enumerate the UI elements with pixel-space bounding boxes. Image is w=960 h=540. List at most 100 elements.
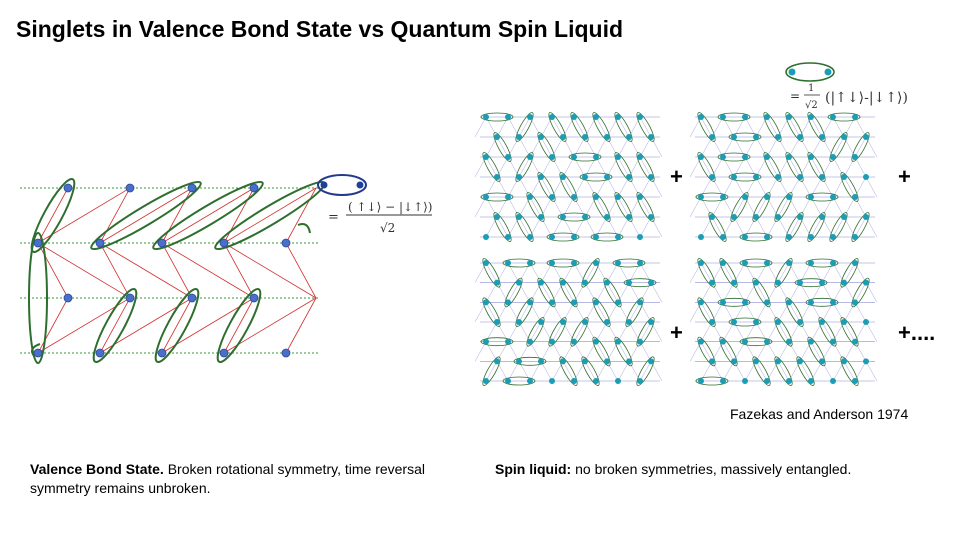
panel-bond (854, 216, 867, 238)
panel-singlet (502, 376, 536, 386)
panel-spin-site (593, 114, 599, 120)
panel-singlet (728, 172, 762, 182)
qsl-fraction-denominator: √2 (805, 100, 818, 111)
panel-bond (639, 176, 652, 198)
panel-bond (540, 136, 553, 158)
panel-bond (474, 116, 487, 138)
panel-spin-site (709, 319, 715, 325)
spin-site (249, 293, 259, 303)
panel-spin-site (494, 358, 500, 365)
panel-singlet (840, 172, 859, 202)
panel-spin-site (626, 279, 632, 286)
panel-singlet (502, 258, 536, 268)
panel-spin-site (527, 154, 533, 160)
panel-spin-site (571, 378, 577, 384)
panel-singlet (796, 356, 815, 386)
panel-singlet (590, 232, 624, 242)
qsl-caption-heading: Spin liquid: (495, 461, 572, 477)
panel-spin-site (637, 260, 643, 266)
panel-bond (711, 216, 724, 238)
panel-bond (562, 361, 575, 382)
panel-spin-site (819, 174, 825, 180)
panel-singlet (614, 192, 633, 222)
panel-spin-site (731, 279, 737, 286)
panel-spin-site (582, 279, 588, 286)
panel-singlet (579, 172, 613, 182)
plus-sign: + (670, 320, 683, 345)
panel-spin-site (852, 154, 858, 160)
panel-spin-site (720, 114, 726, 120)
panel-bond (854, 136, 867, 158)
panel-singlet (805, 258, 839, 268)
panel-bond (777, 282, 790, 303)
panel-bond (777, 196, 790, 218)
panel-singlet (752, 192, 771, 222)
lattice-bond (223, 242, 255, 299)
panel-bond (711, 282, 724, 303)
spin-site (157, 348, 167, 358)
panel-singlet (695, 192, 729, 202)
panel-spin-site (593, 154, 599, 160)
panel-bond (540, 262, 553, 283)
panel-spin-site (626, 174, 632, 180)
lattice-bond (223, 187, 317, 244)
panel-bond (639, 116, 652, 138)
panel-singlet (526, 317, 545, 347)
panel-bond (650, 216, 663, 238)
panel-spin-site (720, 234, 726, 240)
panel-bond (595, 302, 608, 323)
panel-spin-site (709, 279, 715, 286)
plus-sign-ellipsis: +.... (898, 320, 936, 345)
panel-bond (584, 282, 597, 303)
panel-spin-site (494, 319, 500, 325)
spin-site (219, 238, 229, 248)
panel-singlet (840, 356, 859, 386)
panel-singlet (719, 336, 738, 367)
panel-spin-site (571, 114, 577, 120)
panel-singlet (515, 112, 534, 142)
panel-spin-site (720, 260, 726, 266)
panel-spin-site (808, 299, 814, 306)
panel-singlet (515, 297, 534, 327)
panel-spin-site (698, 299, 704, 306)
panel-bond (755, 176, 768, 198)
panel-spin-site (505, 114, 511, 120)
panel-bond (606, 282, 619, 303)
panel-spin-site (571, 260, 577, 266)
panel-spin-site (841, 358, 847, 365)
panel-spin-site (527, 234, 533, 240)
panel-bond (854, 156, 867, 178)
panel-singlet (504, 277, 523, 308)
panel-bond (540, 361, 553, 382)
panel-bond (810, 116, 823, 138)
panel-singlet (739, 232, 773, 242)
panel-spin-site (483, 299, 489, 306)
panel-bond (474, 196, 487, 218)
panel-singlet (636, 356, 655, 386)
panel-spin-site (648, 279, 654, 286)
panel-bond (788, 136, 801, 158)
panel-singlet (697, 297, 716, 327)
panel-spin-site (626, 134, 632, 140)
panel-singlet (785, 112, 804, 142)
panel-spin-site (731, 358, 737, 365)
spin-site (95, 348, 105, 358)
panel-spin-site (571, 299, 577, 306)
panel-spin-site (698, 378, 704, 384)
panel-bond (639, 196, 652, 218)
panel-spin-site (698, 194, 704, 200)
panel-singlet (581, 356, 600, 386)
panel-bond (777, 361, 790, 382)
panel-spin-site (615, 338, 621, 345)
singlet-ellipse (30, 177, 76, 254)
panel-spin-site (797, 319, 803, 325)
panel-singlet (612, 258, 646, 268)
panel-singlet (614, 152, 633, 182)
panel-spin-site (505, 338, 511, 345)
panel-bond (722, 321, 735, 342)
lattice-bond (37, 242, 131, 299)
panel-bond (700, 282, 713, 303)
panel-spin-site (505, 378, 511, 384)
panel-bond (540, 156, 553, 178)
spin-site (187, 293, 197, 303)
